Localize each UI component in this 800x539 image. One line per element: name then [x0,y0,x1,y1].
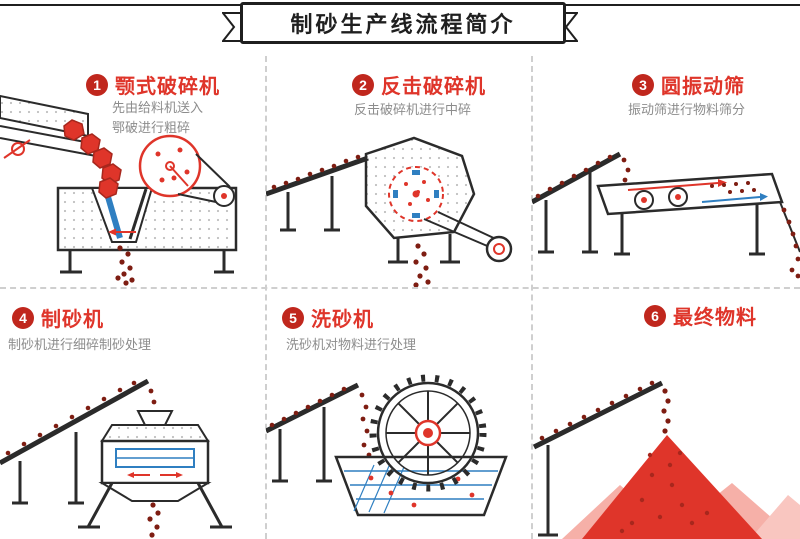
step-5-title: 洗砂机 [311,309,374,331]
wash-tub [334,455,508,517]
step-3-number-badge: 3 [632,73,654,96]
sand-maker-illustration [0,378,232,538]
step-3-title: 圆振动筛 [661,76,745,98]
step-cell-sand-washer: 5 洗砂机 洗砂机对物料进行处理 [266,287,532,539]
vertical-divider-1 [265,56,267,539]
jaw-crusher-illustration [0,94,238,286]
stacking-conveyor [532,380,671,537]
step-2-desc-line-1: 反击破碎机进行中碎 [354,102,472,117]
sand-stockpiles [562,435,800,539]
step-2-number-badge: 2 [352,73,374,96]
step-cell-jaw-crusher: 1 颚式破碎机 先由给料机送入 鄂破进行粗碎 [0,42,266,287]
feed-conveyor [266,154,369,232]
step-1-desc-line-1: 先由给料机送入 [112,100,204,115]
sand-maker-machine [78,410,232,529]
step-cell-sand-maker: 4 制砂机 制砂机进行细碎制砂处理 [0,287,266,539]
sand-output-material [147,502,161,538]
crushed-output-material [115,245,135,286]
crusher-body [56,186,238,274]
step-1-title: 颚式破碎机 [115,76,220,98]
step-cell-impact-crusher: 2 反击破碎机 反击破碎机进行中碎 [266,42,532,287]
flywheel [138,134,235,207]
sand-washer-illustration [266,374,508,517]
crusher-housing [364,136,476,264]
screened-discharge [779,201,800,279]
bucket-wheel [369,374,487,492]
step-2-title: 反击破碎机 [381,76,486,98]
step-cell-vibrating-screen: 3 圆振动筛 振动筛进行物料筛分 [532,42,800,287]
vibrating-screen-illustration [532,151,800,279]
title-ribbon: 制砂生产线流程简介 [240,2,566,44]
step-6-number-badge: 6 [644,304,666,327]
page-title: 制砂生产线流程简介 [290,12,516,37]
step-5-desc-line-1: 洗砂机对物料进行处理 [286,337,417,352]
final-material-illustration [532,380,800,539]
feed-conveyor [0,378,157,505]
step-6-title: 最终物料 [673,307,757,329]
impact-crusher-illustration [266,136,513,287]
screen-deck [596,172,784,256]
step-5-number-badge: 5 [282,306,304,329]
rock-feed [63,119,122,199]
feed-conveyor [532,151,631,254]
feed-conveyor [266,382,372,483]
horizontal-divider [0,287,800,289]
step-4-number-badge: 4 [12,306,34,329]
step-cell-final-material: 6 最终物料 [532,287,800,539]
step-1-number-badge: 1 [86,73,108,96]
step-4-title: 制砂机 [41,309,104,331]
crushed-output-material [413,243,431,287]
step-3-desc-line-1: 振动筛进行物料筛分 [628,102,746,117]
step-4-desc-line-1: 制砂机进行细碎制砂处理 [8,337,152,352]
vertical-divider-2 [531,56,533,539]
step-1-desc-line-2: 鄂破进行粗碎 [112,120,191,135]
drive-belt-and-pulley [423,211,513,263]
